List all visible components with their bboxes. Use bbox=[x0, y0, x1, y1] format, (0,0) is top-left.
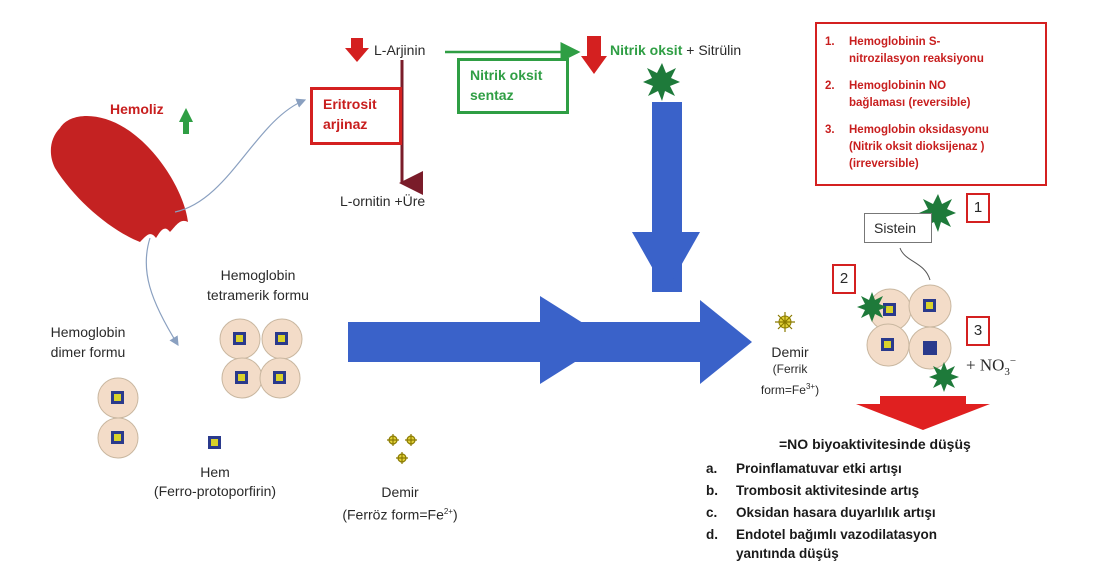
hemoliz-label: Hemoliz bbox=[110, 101, 164, 117]
erythrocyte-shape bbox=[50, 116, 188, 242]
dimer-label: Hemoglobin dimer formu bbox=[50, 324, 126, 360]
reactions-box: 1.Hemoglobinin S- nitrozilasyon reaksiyo… bbox=[815, 22, 1047, 186]
outcome-item-a: a.Proinflamatuvar etki artışı bbox=[706, 461, 902, 476]
arjinaz-line2: arjinaz bbox=[323, 116, 368, 132]
nitrik-oksit-label: Nitrik oksit + Sitrülin bbox=[610, 42, 741, 58]
outcome-list: a.Proinflamatuvar etki artışı b.Trombosi… bbox=[706, 458, 937, 565]
sistein-label: Sistein bbox=[874, 220, 917, 236]
nitrik-oksit-text: Nitrik oksit bbox=[610, 42, 683, 58]
no-star-2 bbox=[857, 292, 887, 322]
sistein-box: Sistein bbox=[864, 213, 932, 243]
nos-line1: Nitrik oksit bbox=[470, 67, 543, 83]
arrow-cell-to-arginase bbox=[174, 98, 307, 213]
eritrosit-arjinaz-box: Eritrosit arjinaz bbox=[310, 87, 402, 145]
reaction-2: 2.Hemoglobinin NO bağlaması (reversible) bbox=[825, 80, 971, 109]
hem-label: Hem (Ferro-protoporfirin) bbox=[153, 464, 277, 499]
iron-ferrous-icon bbox=[387, 434, 417, 464]
nos-box: Nitrik oksit sentaz bbox=[457, 58, 569, 114]
iron-ferric-icon bbox=[775, 312, 795, 332]
arjinin-down-arrow bbox=[345, 38, 369, 62]
l-ornitin-label: L-ornitin +Üre bbox=[340, 193, 426, 209]
right-tetramer bbox=[866, 284, 952, 370]
no-down-arrow bbox=[581, 36, 607, 74]
nos-line2: sentaz bbox=[470, 87, 514, 103]
reaction-1: 1.Hemoglobinin S- nitrozilasyon reaksiyo… bbox=[825, 36, 984, 65]
marker-2: 2 bbox=[832, 264, 856, 294]
outcome-red-arrow bbox=[856, 396, 990, 430]
arrow-cell-to-dimer bbox=[145, 237, 179, 347]
outcome-title: =NO biyoaktivitesinde düşüş bbox=[779, 436, 971, 452]
sistein-link bbox=[899, 247, 931, 281]
sitrulin-text: + Sitrülin bbox=[686, 42, 742, 58]
blue-arrows bbox=[348, 102, 752, 384]
outcome-item-c: c.Oksidan hasara duyarlılık artışı bbox=[706, 505, 936, 520]
reaction-3: 3.Hemoglobin oksidasyonu (Nitrik oksit d… bbox=[825, 124, 989, 170]
dimer bbox=[97, 377, 139, 459]
demir-ferroz-label: Demir (Ferröz form=Fe2+) bbox=[342, 484, 458, 523]
l-arjinin-label: L-Arjinin bbox=[374, 42, 426, 58]
marker-3: 3 bbox=[966, 316, 990, 346]
outcome-item-d: d.Endotel bağımlı vazodilatasyon bbox=[706, 527, 938, 542]
tetramer-label: Hemoglobin tetramerik formu bbox=[207, 267, 309, 303]
outcome-item-b: b.Trombosit aktivitesinde artış bbox=[706, 483, 920, 498]
hemoliz-up-arrow bbox=[179, 108, 193, 134]
marker-1: 1 bbox=[966, 193, 990, 223]
no-star-top bbox=[643, 63, 680, 101]
arjinaz-line1: Eritrosit bbox=[323, 96, 377, 112]
no-star-3 bbox=[929, 362, 959, 392]
outcome-item-d-cont: yanıtında düşüş bbox=[736, 546, 839, 561]
heme-icon bbox=[208, 436, 221, 449]
nitrate-label: + NO3− bbox=[966, 355, 1017, 379]
left-tetramer bbox=[219, 318, 303, 399]
demir-ferrik-label: Demir (Ferrik form=Fe3+) bbox=[760, 344, 820, 397]
